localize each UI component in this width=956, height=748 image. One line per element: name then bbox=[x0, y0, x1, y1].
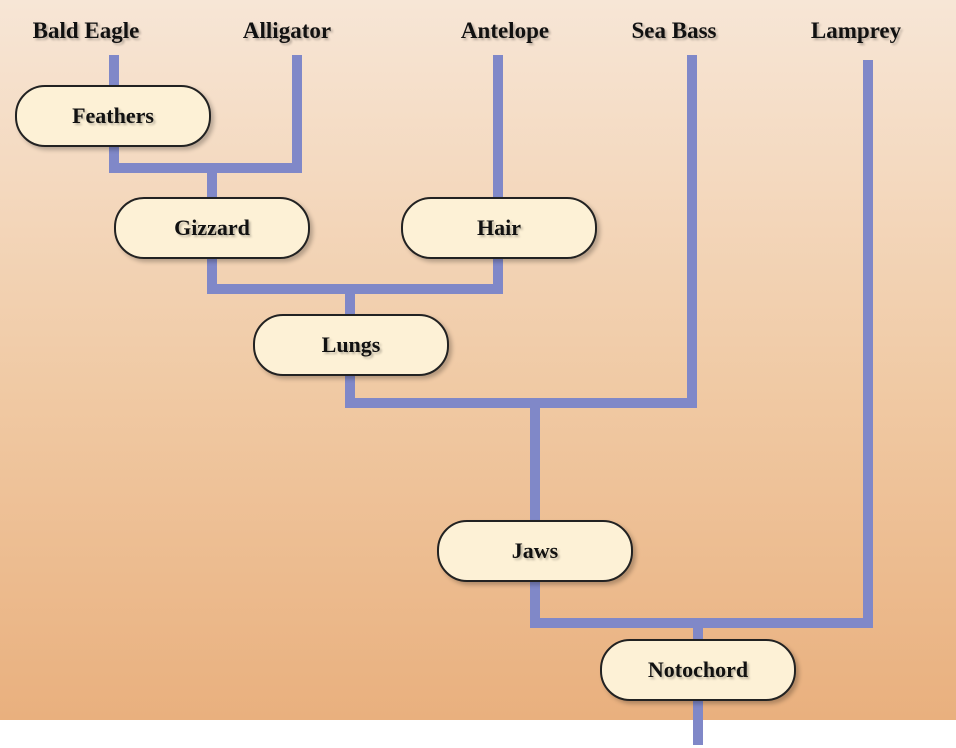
trait-node-gizzard: Gizzard bbox=[114, 197, 310, 259]
trait-label-jaws: Jaws bbox=[511, 538, 559, 563]
trait-node-jaws: Jaws bbox=[437, 520, 633, 582]
branch-archosaurs bbox=[207, 255, 350, 294]
trait-label-hair: Hair bbox=[477, 215, 521, 240]
branch-antelope bbox=[350, 55, 503, 294]
branch-amniotes bbox=[345, 372, 535, 408]
trait-label-gizzard: Gizzard bbox=[174, 215, 250, 240]
trait-node-notochord: Notochord bbox=[600, 639, 796, 701]
trait-label-feathers: Feathers bbox=[72, 103, 154, 128]
branch-gnathostomes bbox=[530, 580, 698, 628]
trait-node-feathers: Feathers bbox=[15, 85, 211, 147]
branch-sea-bass bbox=[535, 55, 697, 408]
taxon-bald-eagle: Bald Eagle bbox=[32, 18, 140, 43]
branches bbox=[109, 55, 873, 745]
taxon-sea-bass: Sea Bass bbox=[631, 18, 717, 43]
trait-node-lungs: Lungs bbox=[253, 314, 449, 376]
taxon-alligator: Alligator bbox=[242, 18, 332, 43]
trait-node-hair: Hair bbox=[401, 197, 597, 259]
branch-lamprey bbox=[698, 60, 873, 628]
trait-label-lungs: Lungs bbox=[321, 332, 381, 357]
taxon-lamprey: Lamprey bbox=[810, 18, 902, 43]
trait-label-notochord: Notochord bbox=[647, 657, 749, 682]
taxon-antelope: Antelope bbox=[460, 18, 550, 43]
branch-alligator bbox=[212, 55, 302, 173]
